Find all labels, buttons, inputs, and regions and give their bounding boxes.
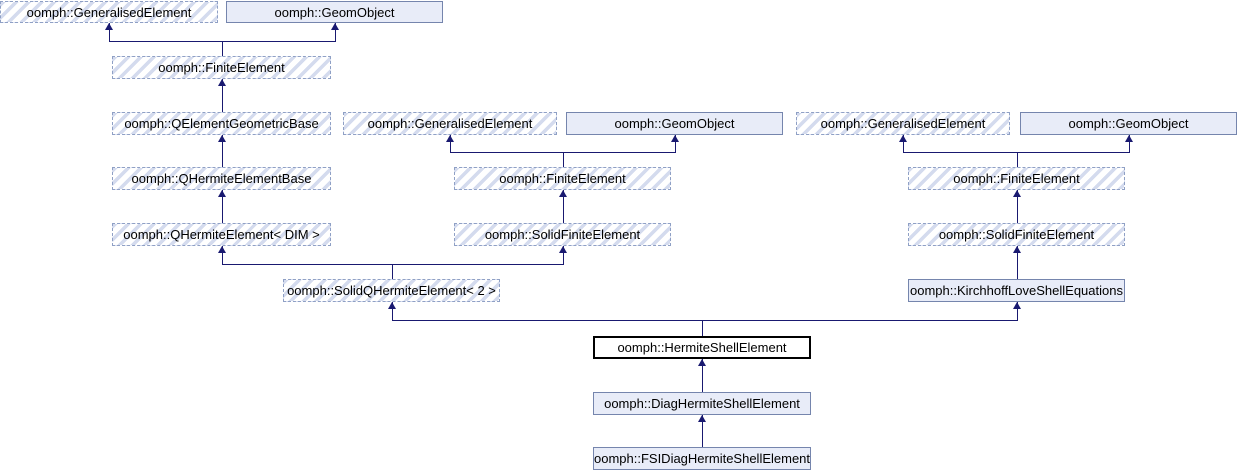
arrow-up-icon [331,23,339,30]
edge-line [222,264,563,265]
arrow-up-icon [218,79,226,86]
edge-line [563,152,564,167]
edge-line [1017,246,1018,279]
arrow-up-icon [671,135,679,142]
edge-line [335,23,336,42]
edge-line [222,246,223,265]
class-node-solid-q-hermite-element-2[interactable]: oomph::SolidQHermiteElement< 2 > [283,279,500,302]
class-node-solid-finite-element-right[interactable]: oomph::SolidFiniteElement [908,223,1125,246]
edge-line [675,135,676,153]
class-node-kirchhoff-love-shell-equations[interactable]: oomph::KirchhoffLoveShellEquations [908,279,1125,302]
edge-line [702,415,703,447]
class-node-finite-element-mid[interactable]: oomph::FiniteElement [454,167,671,190]
edge-line [450,135,451,153]
arrow-up-icon [218,246,226,253]
edge-line [222,41,223,56]
arrow-up-icon [218,135,226,142]
arrow-up-icon [698,359,706,366]
edge-line [222,135,223,167]
class-node-finite-element-top[interactable]: oomph::FiniteElement [112,56,331,79]
edge-line [392,302,393,321]
class-node-q-hermite-element-dim[interactable]: oomph::QHermiteElement< DIM > [112,223,331,246]
edge-line [109,41,335,42]
arrow-up-icon [105,23,113,30]
edge-line [1129,135,1130,153]
arrow-up-icon [446,135,454,142]
class-node-geom-object-top[interactable]: oomph::GeomObject [226,1,443,23]
edge-line [1017,190,1018,223]
edge-line [222,190,223,223]
class-node-solid-finite-element-mid[interactable]: oomph::SolidFiniteElement [454,223,671,246]
class-node-diag-hermite-shell-element[interactable]: oomph::DiagHermiteShellElement [593,392,811,415]
class-node-geom-object-right[interactable]: oomph::GeomObject [1020,112,1237,135]
edge-line [1017,152,1018,167]
arrow-up-icon [698,415,706,422]
edge-line [392,320,1017,321]
class-node-q-hermite-element-base[interactable]: oomph::QHermiteElementBase [112,167,331,190]
edge-line [903,152,1129,153]
arrow-up-icon [559,246,567,253]
arrow-up-icon [1013,246,1021,253]
class-node-fsi-diag-hermite-shell-element[interactable]: oomph::FSIDiagHermiteShellElement [593,447,811,470]
class-node-finite-element-right[interactable]: oomph::FiniteElement [908,167,1125,190]
arrow-up-icon [1125,135,1133,142]
arrow-up-icon [1013,302,1021,309]
edge-line [1017,302,1018,321]
arrow-up-icon [218,190,226,197]
class-node-generalised-element-right[interactable]: oomph::GeneralisedElement [796,112,1010,135]
edge-line [450,152,675,153]
edge-line [702,320,703,336]
edge-line [392,264,393,279]
edge-line [222,79,223,112]
edge-line [563,190,564,223]
edge-line [109,23,110,42]
class-node-geom-object-mid[interactable]: oomph::GeomObject [566,112,783,135]
class-node-hermite-shell-element[interactable]: oomph::HermiteShellElement [593,336,811,359]
arrow-up-icon [388,302,396,309]
edge-line [563,246,564,265]
class-node-generalised-element-mid[interactable]: oomph::GeneralisedElement [343,112,557,135]
class-node-q-element-geometric-base[interactable]: oomph::QElementGeometricBase [112,112,331,135]
class-node-generalised-element-top[interactable]: oomph::GeneralisedElement [0,1,218,23]
arrow-up-icon [899,135,907,142]
arrow-up-icon [1013,190,1021,197]
edge-line [702,359,703,392]
arrow-up-icon [559,190,567,197]
edge-line [903,135,904,153]
